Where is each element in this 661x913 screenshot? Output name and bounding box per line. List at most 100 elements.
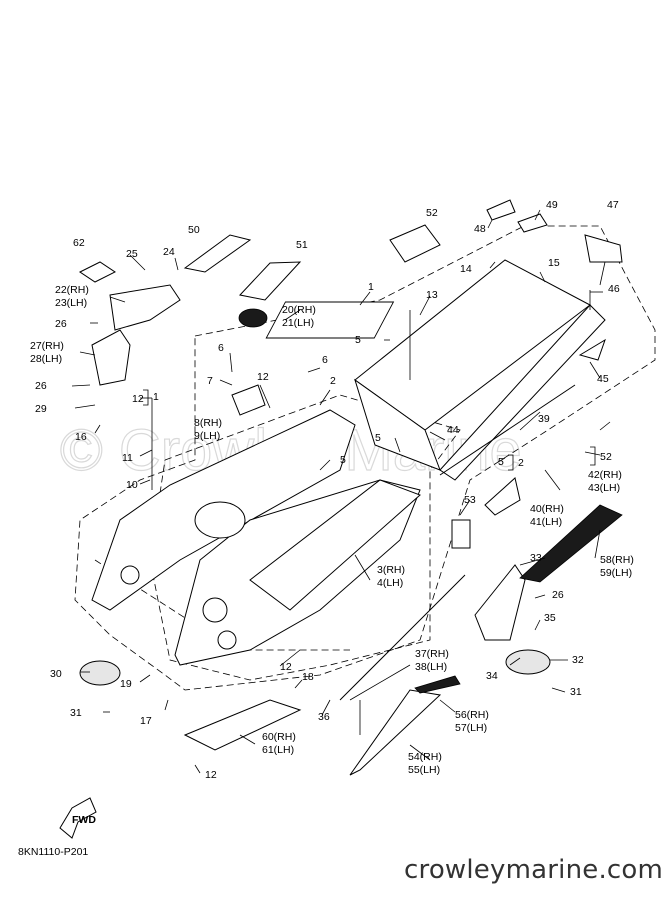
- callout-36: 36: [318, 711, 330, 723]
- part-8-bracket: [231, 384, 266, 416]
- callout-25: 25: [126, 248, 138, 260]
- callout-16: 16: [75, 431, 87, 443]
- callout-42: 42(RH): [588, 469, 622, 481]
- callout-58: 58(RH): [600, 554, 634, 566]
- callout-37: 37(RH): [415, 648, 449, 660]
- part-52-plate: [389, 224, 441, 263]
- callout-2-bracket-a: 2: [606, 451, 612, 463]
- callout-41: 41(LH): [530, 516, 562, 528]
- frame-hole-2: [217, 630, 237, 650]
- callout-1: 1: [368, 281, 374, 293]
- callout-34: 34: [486, 670, 498, 682]
- bracket-3: [508, 454, 514, 471]
- part-32-grip: [505, 649, 551, 675]
- callout-22: 22(RH): [55, 284, 89, 296]
- callout-33: 33: [530, 552, 542, 564]
- part-49-decal: [517, 213, 548, 233]
- callout-50: 50: [188, 224, 200, 236]
- callout-29: 29: [35, 403, 47, 415]
- part-56-decal: [414, 675, 461, 694]
- callout-13: 13: [426, 289, 438, 301]
- callout-31-a: 31: [70, 707, 82, 719]
- callout-11: 11: [122, 452, 133, 464]
- website-watermark: crowleymarine.com: [404, 855, 661, 885]
- callout-3: 3(RH): [377, 564, 405, 576]
- assembly-outline-1: [74, 225, 656, 691]
- callout-9: 9(LH): [194, 430, 220, 442]
- callout-30: 30: [50, 668, 62, 680]
- part-39-rod: [439, 384, 576, 476]
- callout-35: 35: [544, 612, 556, 624]
- assembly-outline-2: [149, 394, 461, 681]
- callout-49: 49: [546, 199, 558, 211]
- fwd-arrow-icon: FWD: [59, 797, 97, 839]
- callout-26-b: 26: [35, 380, 47, 392]
- callout-62: 62: [73, 237, 85, 249]
- frame-hole-3: [120, 565, 140, 585]
- part-51-plate: [239, 261, 302, 301]
- callout-47: 47: [607, 199, 619, 211]
- callout-8: 8(RH): [194, 417, 222, 429]
- callout-18: 18: [302, 671, 314, 683]
- callout-5-a: 5: [355, 334, 361, 346]
- leader-lines: [71, 209, 611, 774]
- part-45-flap: [578, 338, 606, 361]
- part-40-bracket: [484, 477, 521, 516]
- part-54-decal: [349, 689, 442, 776]
- callout-19: 19: [120, 678, 132, 690]
- bracket-1: [143, 389, 149, 406]
- callout-46: 46: [608, 283, 620, 295]
- callout-60: 60(RH): [262, 731, 296, 743]
- callout-57: 57(LH): [455, 722, 487, 734]
- part-33-footrest: [474, 564, 526, 641]
- part-20-boot: [238, 308, 268, 328]
- callout-31-b: 31: [570, 686, 582, 698]
- callout-10: 10: [126, 479, 138, 491]
- callout-5-d: 5: [600, 451, 606, 463]
- callout-5-e: 5: [498, 456, 504, 468]
- part-62-block: [79, 261, 116, 283]
- part-58-decal: [519, 504, 623, 583]
- part-50-plate: [183, 234, 252, 273]
- callout-61: 61(LH): [262, 744, 294, 756]
- callout-12-a: 12: [132, 393, 144, 405]
- part-48-decal: [486, 199, 516, 221]
- part-60-skid: [183, 699, 302, 751]
- callout-39: 39: [538, 413, 550, 425]
- callout-7: 7: [207, 375, 213, 387]
- callout-12-c: 12: [280, 661, 292, 673]
- part-37-rod: [339, 574, 466, 701]
- callout-53: 53: [464, 494, 476, 506]
- callout-14: 14: [460, 263, 472, 275]
- callout-51: 51: [296, 239, 308, 251]
- callout-17: 17: [140, 715, 152, 727]
- callout-43: 43(LH): [588, 482, 620, 494]
- lattice-beam: [249, 479, 421, 611]
- callout-12-b: 12: [257, 371, 269, 383]
- callout-56: 56(RH): [455, 709, 489, 721]
- callout-2: 2: [330, 375, 336, 387]
- part-22-bracket: [109, 284, 181, 331]
- callout-15: 15: [548, 257, 560, 269]
- callout-4: 4(LH): [377, 577, 403, 589]
- callout-28: 28(LH): [30, 353, 62, 365]
- callout-2-bracket-b: 2: [518, 457, 524, 469]
- bracket-2: [590, 446, 596, 466]
- part-27-plate: [91, 329, 131, 386]
- diagram-code: 8KN1110-P201: [18, 846, 89, 858]
- callout-21: 21(LH): [282, 317, 314, 329]
- callout-5-c: 5: [340, 454, 346, 466]
- callout-59: 59(LH): [600, 567, 632, 579]
- callout-6-b: 6: [322, 354, 328, 366]
- callout-26-a: 26: [55, 318, 67, 330]
- callout-20: 20(RH): [282, 304, 316, 316]
- callout-23: 23(LH): [55, 297, 87, 309]
- callout-44: 44: [447, 424, 459, 436]
- frame-hub: [194, 501, 246, 539]
- rear-frame-rail: [439, 304, 606, 481]
- frame-hole-1: [202, 597, 228, 623]
- callout-labels: 1 1 2 2 2 3(RH) 4(LH) 5 5 5 5 5 6 6 7 8(…: [30, 199, 634, 781]
- callout-27: 27(RH): [30, 340, 64, 352]
